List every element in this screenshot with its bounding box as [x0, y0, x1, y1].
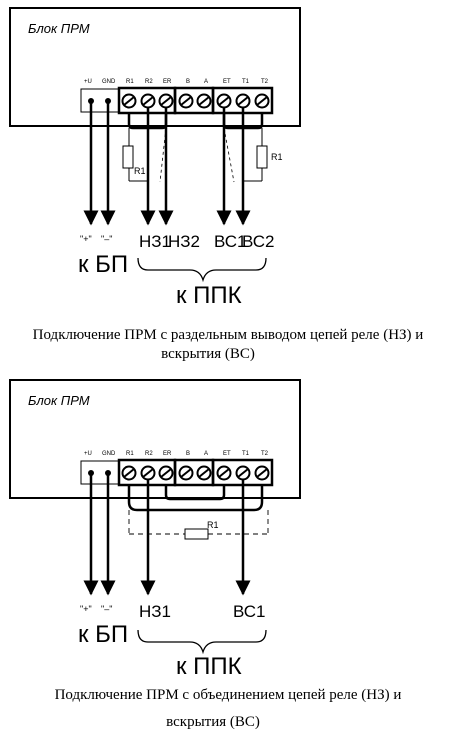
output-label-vs2: ВС2 — [242, 232, 275, 251]
resistor-left-label: R1 — [134, 166, 146, 176]
resistor-left — [122, 128, 148, 182]
to-psu-label: к БП — [78, 251, 128, 278]
prm-block-outline — [9, 7, 301, 127]
output-label-minus: "–" — [101, 604, 112, 614]
terminal-label: ER — [163, 79, 172, 85]
terminal-label: B — [186, 451, 190, 457]
terminal-label: A — [204, 451, 208, 457]
output-label-minus: "–" — [101, 234, 112, 244]
terminal-label: ET — [223, 451, 231, 457]
caption-2-line-2: вскрытия (ВС) — [166, 714, 260, 730]
terminal-label: R2 — [145, 79, 153, 85]
to-psu-label: к БП — [78, 621, 128, 648]
output-label-vs1: ВС1 — [233, 602, 266, 621]
caption-2: Подключение ПРМ с объединением цепей рел… — [0, 686, 456, 732]
output-label-nz2: НЗ2 — [168, 232, 200, 251]
combined-jumper — [127, 486, 264, 512]
terminal-label: T2 — [261, 451, 269, 457]
resistor-right-label: R1 — [271, 152, 283, 162]
to-ppk-label: к ППК — [176, 653, 242, 680]
resistor-label: R1 — [207, 520, 219, 530]
caption-1: Подключение ПРМ с раздельным выводом цеп… — [0, 326, 456, 364]
screws — [121, 93, 270, 109]
caption-2-line-1: Подключение ПРМ с объединением цепей рел… — [54, 687, 402, 703]
terminal-label: ET — [223, 79, 231, 85]
output-label-plus: "+" — [80, 234, 92, 244]
output-wires — [83, 473, 251, 596]
terminal-label: GND — [102, 451, 116, 457]
ppk-brace — [137, 257, 267, 283]
resistor-body — [184, 528, 209, 540]
inner-jumper — [164, 486, 226, 501]
diagram-1: Блок ПРМ +U GND R1 R2 ER B A ET T1 T2 — [9, 7, 301, 309]
output-label-nz1: НЗ1 — [139, 602, 171, 621]
terminal-label: +U — [84, 79, 92, 85]
output-wires — [83, 101, 251, 226]
caption-1-line-1: Подключение ПРМ с раздельным выводом цеп… — [32, 327, 424, 343]
terminal-label: T2 — [261, 79, 269, 85]
terminal-label: R1 — [126, 451, 134, 457]
terminal-label: T1 — [242, 451, 250, 457]
output-label-plus: "+" — [80, 604, 92, 614]
terminal-labels: +U GND R1 R2 ER B A ET T1 T2 — [84, 79, 269, 85]
power-terminal-box — [80, 88, 120, 113]
terminal-label: R2 — [145, 451, 153, 457]
terminal-labels: +U GND R1 R2 ER B A ET T1 T2 — [84, 451, 269, 457]
caption-1-line-2: вскрытия (ВС) — [161, 346, 255, 362]
diagram-2: Блок ПРМ +U GND R1 R2 ER B A ET T1 T2 — [9, 379, 301, 680]
power-terminal-box — [80, 460, 120, 485]
block-title: Блок ПРМ — [28, 21, 90, 36]
terminal-label: R1 — [126, 79, 134, 85]
terminal-label: GND — [102, 79, 116, 85]
terminal-label: +U — [84, 451, 92, 457]
block-title: Блок ПРМ — [28, 393, 90, 408]
terminal-label: T1 — [242, 79, 250, 85]
resistor-dashed-loop — [128, 510, 269, 535]
ppk-brace — [137, 629, 267, 655]
screws — [121, 465, 270, 481]
terminal-label: ER — [163, 451, 172, 457]
output-label-nz1: НЗ1 — [139, 232, 171, 251]
terminal-label: B — [186, 79, 190, 85]
terminal-label: A — [204, 79, 208, 85]
prm-block-outline — [9, 379, 301, 499]
resistor-right — [243, 128, 268, 182]
output-label-vs1: ВС1 — [214, 232, 247, 251]
to-ppk-label: к ППК — [176, 282, 242, 309]
